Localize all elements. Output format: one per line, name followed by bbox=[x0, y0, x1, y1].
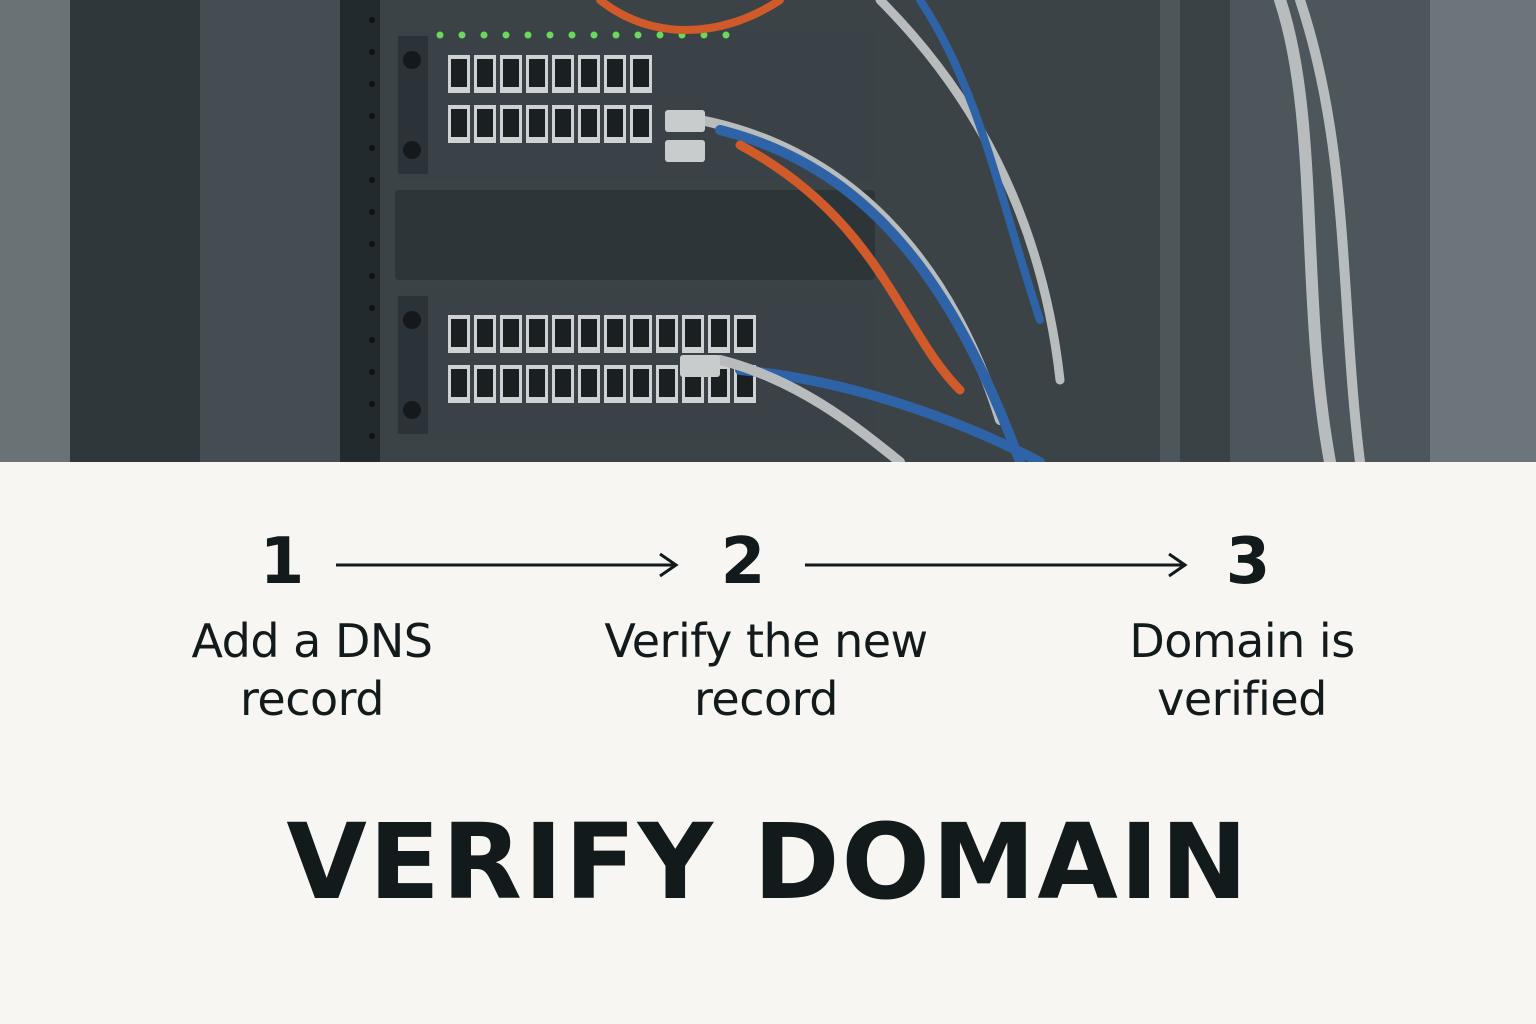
switch-screw bbox=[403, 311, 421, 329]
ethernet-port bbox=[555, 109, 571, 137]
ethernet-port bbox=[477, 59, 493, 87]
status-led bbox=[590, 31, 598, 39]
step-2-number: 2 bbox=[720, 525, 766, 599]
switch-screw bbox=[403, 141, 421, 159]
step-2-label: Verify the new record bbox=[604, 614, 928, 726]
ethernet-port bbox=[451, 109, 467, 137]
switch-screw bbox=[403, 51, 421, 69]
ethernet-port bbox=[529, 319, 545, 347]
status-led bbox=[502, 31, 510, 39]
step-1-number: 1 bbox=[259, 525, 305, 599]
ethernet-port bbox=[529, 59, 545, 87]
network-cable bbox=[735, 365, 1045, 462]
status-led bbox=[722, 31, 730, 39]
ethernet-port bbox=[477, 369, 493, 397]
ethernet-port bbox=[607, 369, 623, 397]
network-cable bbox=[916, 0, 1044, 324]
ethernet-port bbox=[451, 369, 467, 397]
ethernet-port bbox=[737, 319, 753, 347]
rack-post-left bbox=[70, 0, 200, 462]
ethernet-port bbox=[503, 59, 519, 87]
ethernet-port bbox=[737, 369, 753, 397]
network-switch-illustration bbox=[0, 0, 1536, 462]
ethernet-port bbox=[451, 59, 467, 87]
ethernet-port bbox=[581, 319, 597, 347]
rack-mount-hole bbox=[369, 177, 375, 183]
ethernet-port bbox=[711, 319, 727, 347]
network-cable bbox=[715, 125, 1025, 462]
network-cable bbox=[735, 140, 965, 395]
network-cable bbox=[1274, 0, 1336, 462]
rack-side-left bbox=[0, 0, 70, 462]
rack-mount-hole bbox=[369, 337, 375, 343]
rack-right-post bbox=[1180, 0, 1230, 462]
rack-mount-hole bbox=[369, 145, 375, 151]
status-led bbox=[436, 31, 444, 39]
verification-panel bbox=[0, 462, 1536, 1024]
rack-mount-strip bbox=[340, 0, 380, 462]
switch-screw bbox=[403, 401, 421, 419]
ethernet-port bbox=[555, 319, 571, 347]
ethernet-port bbox=[633, 59, 649, 87]
status-led bbox=[546, 31, 554, 39]
ethernet-port bbox=[633, 109, 649, 137]
arrow-right-icon bbox=[805, 552, 1188, 578]
ethernet-port bbox=[581, 109, 597, 137]
ethernet-port bbox=[451, 319, 467, 347]
ethernet-port bbox=[477, 109, 493, 137]
rack-mount-hole bbox=[369, 49, 375, 55]
ethernet-port bbox=[685, 319, 701, 347]
ethernet-plug bbox=[665, 140, 705, 162]
rack-mount-hole bbox=[369, 369, 375, 375]
ethernet-port bbox=[555, 369, 571, 397]
blank-rack-panel bbox=[395, 190, 875, 280]
status-led bbox=[612, 31, 620, 39]
rack-mount-hole bbox=[369, 209, 375, 215]
step-3-label: Domain is verified bbox=[1129, 614, 1355, 726]
ethernet-plug bbox=[665, 110, 705, 132]
page-title: VERIFY DOMAIN bbox=[286, 801, 1250, 923]
status-led bbox=[634, 31, 642, 39]
rack-rail-left bbox=[200, 0, 340, 462]
status-led bbox=[480, 31, 488, 39]
ethernet-port bbox=[607, 109, 623, 137]
ethernet-port bbox=[503, 319, 519, 347]
rack-mount-hole bbox=[369, 401, 375, 407]
network-cable bbox=[596, 0, 784, 34]
rack-mount-hole bbox=[369, 241, 375, 247]
status-led bbox=[524, 31, 532, 39]
ethernet-port bbox=[633, 319, 649, 347]
status-led bbox=[700, 31, 708, 39]
status-led bbox=[568, 31, 576, 39]
rack-mount-hole bbox=[369, 81, 375, 87]
ethernet-port bbox=[503, 369, 519, 397]
rack-mount-hole bbox=[369, 305, 375, 311]
rack-mount-hole bbox=[369, 433, 375, 439]
ethernet-port bbox=[581, 59, 597, 87]
status-led bbox=[656, 31, 664, 39]
server-rack-photo bbox=[0, 0, 1536, 462]
ethernet-plug bbox=[680, 355, 720, 377]
step-3-number: 3 bbox=[1225, 525, 1271, 599]
ethernet-port bbox=[607, 59, 623, 87]
ethernet-port bbox=[503, 109, 519, 137]
network-cable bbox=[715, 355, 905, 462]
ethernet-port bbox=[659, 319, 675, 347]
rack-mount-hole bbox=[369, 17, 375, 23]
ethernet-port bbox=[607, 319, 623, 347]
step-1-label: Add a DNS record bbox=[191, 614, 433, 726]
ethernet-port bbox=[581, 369, 597, 397]
rack-mount-hole bbox=[369, 113, 375, 119]
ethernet-port bbox=[555, 59, 571, 87]
ethernet-port bbox=[477, 319, 493, 347]
ethernet-port bbox=[659, 369, 675, 397]
rack-mount-hole bbox=[369, 273, 375, 279]
arrow-right-icon bbox=[336, 552, 679, 578]
status-led bbox=[458, 31, 466, 39]
rack-side-right bbox=[1430, 0, 1536, 462]
ethernet-port bbox=[529, 369, 545, 397]
ethernet-port bbox=[633, 369, 649, 397]
ethernet-port bbox=[529, 109, 545, 137]
network-cable bbox=[1295, 0, 1365, 462]
